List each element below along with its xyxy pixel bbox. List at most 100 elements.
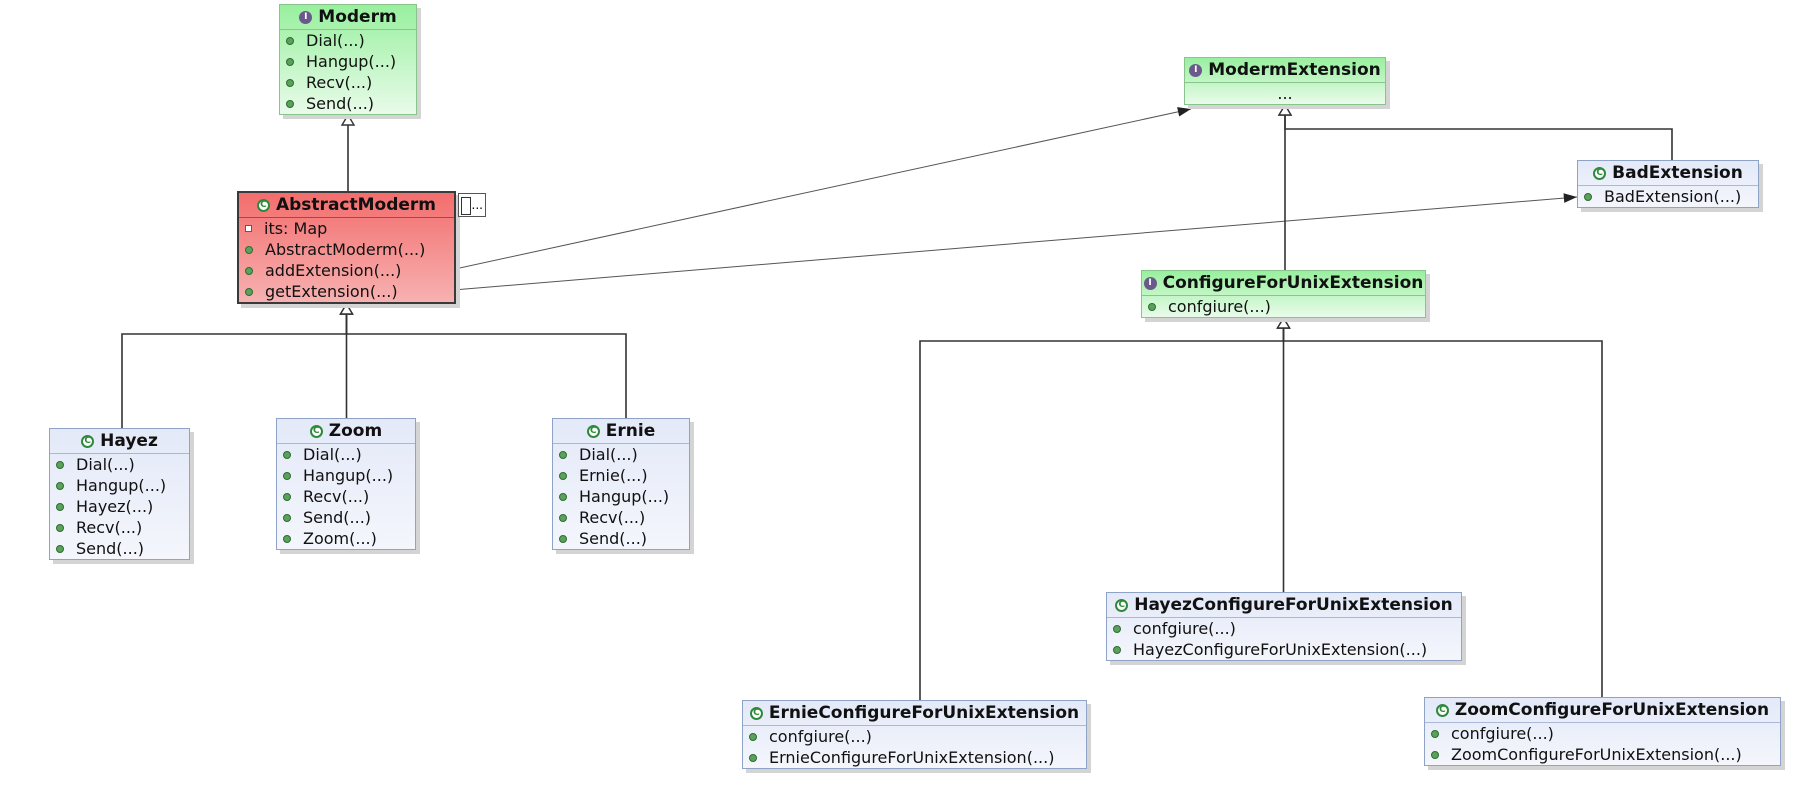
class-member[interactable]: Recv(...) xyxy=(553,507,689,528)
member-label: addExtension(...) xyxy=(265,261,402,280)
class-member[interactable]: Send(...) xyxy=(280,93,416,114)
public-visibility-icon xyxy=(283,513,291,522)
class-member[interactable]: Hangup(...) xyxy=(553,486,689,507)
class-member[interactable]: ZoomConfigureForUnixExtension(...) xyxy=(1425,744,1780,765)
inheritance-line[interactable] xyxy=(121,314,348,428)
class-member[interactable]: Recv(...) xyxy=(277,486,415,507)
class-name: Zoom xyxy=(328,421,383,441)
member-label: Dial(...) xyxy=(306,31,365,50)
public-visibility-icon xyxy=(559,534,567,543)
class-member[interactable]: Ernie(...) xyxy=(553,465,689,486)
public-visibility-icon xyxy=(559,513,567,522)
class-member[interactable]: Send(...) xyxy=(553,528,689,549)
interface-icon: I xyxy=(1189,63,1203,77)
class-member[interactable]: BadExtension(...) xyxy=(1578,186,1758,207)
class-member[interactable]: confgiure(...) xyxy=(1107,618,1461,639)
public-visibility-icon xyxy=(749,753,757,762)
public-visibility-icon xyxy=(56,460,64,469)
member-label: Recv(...) xyxy=(303,487,370,506)
class-header[interactable]: I ModermExtension xyxy=(1185,58,1385,83)
class-icon: C xyxy=(256,198,270,212)
class-member[interactable]: Recv(...) xyxy=(50,517,189,538)
class-member[interactable]: Dial(...) xyxy=(50,454,189,475)
public-visibility-icon xyxy=(1148,302,1156,311)
class-header[interactable]: C Zoom xyxy=(277,419,415,444)
class-member[interactable]: addExtension(...) xyxy=(239,260,454,281)
dependency-line[interactable] xyxy=(399,108,1192,282)
member-label: Dial(...) xyxy=(76,455,135,474)
class-member[interactable]: Hangup(...) xyxy=(277,465,415,486)
class-member[interactable]: Dial(...) xyxy=(280,30,416,51)
inheritance-arrowhead xyxy=(339,302,354,315)
class-member[interactable]: Dial(...) xyxy=(277,444,415,465)
inheritance-arrowhead xyxy=(339,302,354,315)
member-label: its: Map xyxy=(264,219,328,238)
class-member[interactable]: its: Map xyxy=(239,218,454,239)
class-name: HayezConfigureForUnixExtension xyxy=(1134,595,1453,615)
public-visibility-icon xyxy=(559,492,567,501)
public-visibility-icon xyxy=(56,544,64,553)
class-member[interactable]: Hangup(...) xyxy=(50,475,189,496)
member-label: Hangup(...) xyxy=(579,487,670,506)
public-visibility-icon xyxy=(245,245,253,254)
class-member[interactable]: ErnieConfigureForUnixExtension(...) xyxy=(743,747,1086,768)
class-box-moderm-extension[interactable]: I ModermExtension... xyxy=(1184,57,1386,105)
class-member[interactable]: confgiure(...) xyxy=(1142,296,1425,317)
member-label: Recv(...) xyxy=(76,518,143,537)
member-label: Hangup(...) xyxy=(306,52,397,71)
class-member[interactable]: Send(...) xyxy=(277,507,415,528)
inheritance-arrowhead xyxy=(1276,316,1291,329)
interface-icon: I xyxy=(1143,276,1157,290)
member-label: Dial(...) xyxy=(303,445,362,464)
class-member[interactable]: ... xyxy=(1185,83,1385,104)
class-member[interactable]: Hayez(...) xyxy=(50,496,189,517)
class-member[interactable]: Send(...) xyxy=(50,538,189,559)
class-member[interactable]: confgiure(...) xyxy=(743,726,1086,747)
class-name: Moderm xyxy=(318,7,397,27)
class-member[interactable]: Hangup(...) xyxy=(280,51,416,72)
public-visibility-icon xyxy=(286,99,294,108)
member-label: confgiure(...) xyxy=(1133,619,1236,638)
class-member[interactable]: Zoom(...) xyxy=(277,528,415,549)
class-icon: C xyxy=(309,424,323,438)
class-member[interactable]: Recv(...) xyxy=(280,72,416,93)
class-member[interactable]: HayezConfigureForUnixExtension(...) xyxy=(1107,639,1461,660)
inheritance-arrowhead xyxy=(340,113,356,126)
public-visibility-icon xyxy=(1431,750,1439,759)
class-member[interactable]: AbstractModerm(...) xyxy=(239,239,454,260)
inheritance-line[interactable] xyxy=(345,314,627,418)
member-label: Ernie(...) xyxy=(579,466,648,485)
class-name: AbstractModerm xyxy=(275,195,437,215)
member-label: getExtension(...) xyxy=(265,282,398,301)
inheritance-line[interactable] xyxy=(1284,115,1673,160)
class-member[interactable]: Dial(...) xyxy=(553,444,689,465)
public-visibility-icon xyxy=(56,523,64,532)
public-visibility-icon xyxy=(559,471,567,480)
class-header[interactable]: C AbstractModerm xyxy=(239,193,454,218)
public-visibility-icon xyxy=(286,36,294,45)
member-label: BadExtension(...) xyxy=(1604,187,1742,206)
class-member[interactable]: getExtension(...) xyxy=(239,281,454,302)
selection-handle[interactable]: ... xyxy=(458,193,486,217)
class-name: ModermExtension xyxy=(1208,60,1381,80)
class-member[interactable]: confgiure(...) xyxy=(1425,723,1780,744)
